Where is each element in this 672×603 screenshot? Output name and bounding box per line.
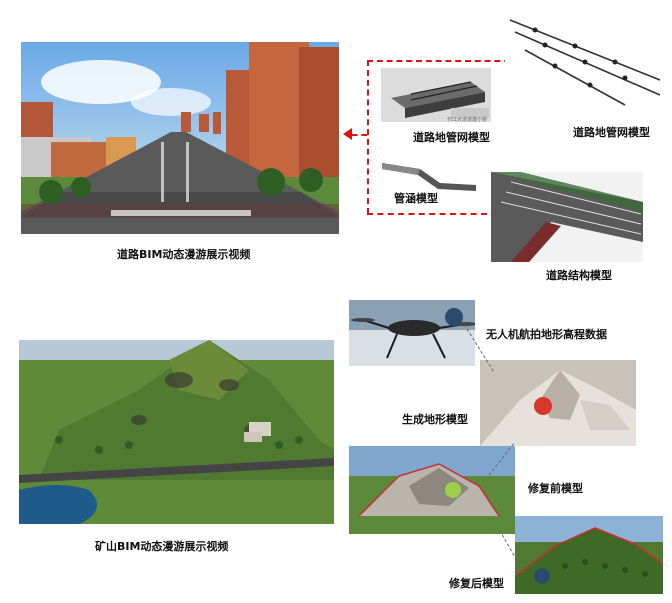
road-bim-render [21, 42, 339, 234]
terrain-image [480, 360, 636, 446]
pipe-network-model-image [381, 68, 491, 122]
terrain-label: 生成地形模型 [402, 413, 468, 426]
road-structure-image [491, 172, 643, 262]
pipe-network-label-top: 道路地管网模型 [573, 126, 650, 139]
connector-dashed-bottom [367, 213, 487, 215]
drone-label: 无人机航拍地形高程数据 [486, 328, 607, 341]
culvert-model-image [380, 155, 478, 195]
pipe-network-image [505, 10, 665, 110]
connector-dashed-vertical [367, 60, 369, 214]
drone-dot [445, 308, 463, 326]
before-dot [445, 482, 461, 498]
image-watermark: 刊江大道道渡小桥 [447, 117, 488, 123]
pipe-network-label: 道路地管网模型 [413, 131, 490, 144]
before-restoration-image [349, 446, 515, 534]
after-dot [534, 568, 550, 584]
mine-bim-caption: 矿山BIM动态漫游展示视频 [95, 540, 229, 553]
road-structure-label: 道路结构模型 [546, 269, 612, 282]
culvert-label: 管涵模型 [394, 192, 438, 205]
terrain-dot [534, 397, 552, 415]
before-label: 修复前模型 [528, 482, 583, 495]
connector-dashed-to-video [352, 134, 367, 136]
after-label: 修复后模型 [449, 577, 504, 590]
road-bim-caption: 道路BIM动态漫游展示视频 [117, 248, 251, 261]
connector-dashed-top [367, 60, 520, 62]
mine-bim-render [19, 340, 334, 524]
arrow-left-icon [343, 128, 352, 140]
